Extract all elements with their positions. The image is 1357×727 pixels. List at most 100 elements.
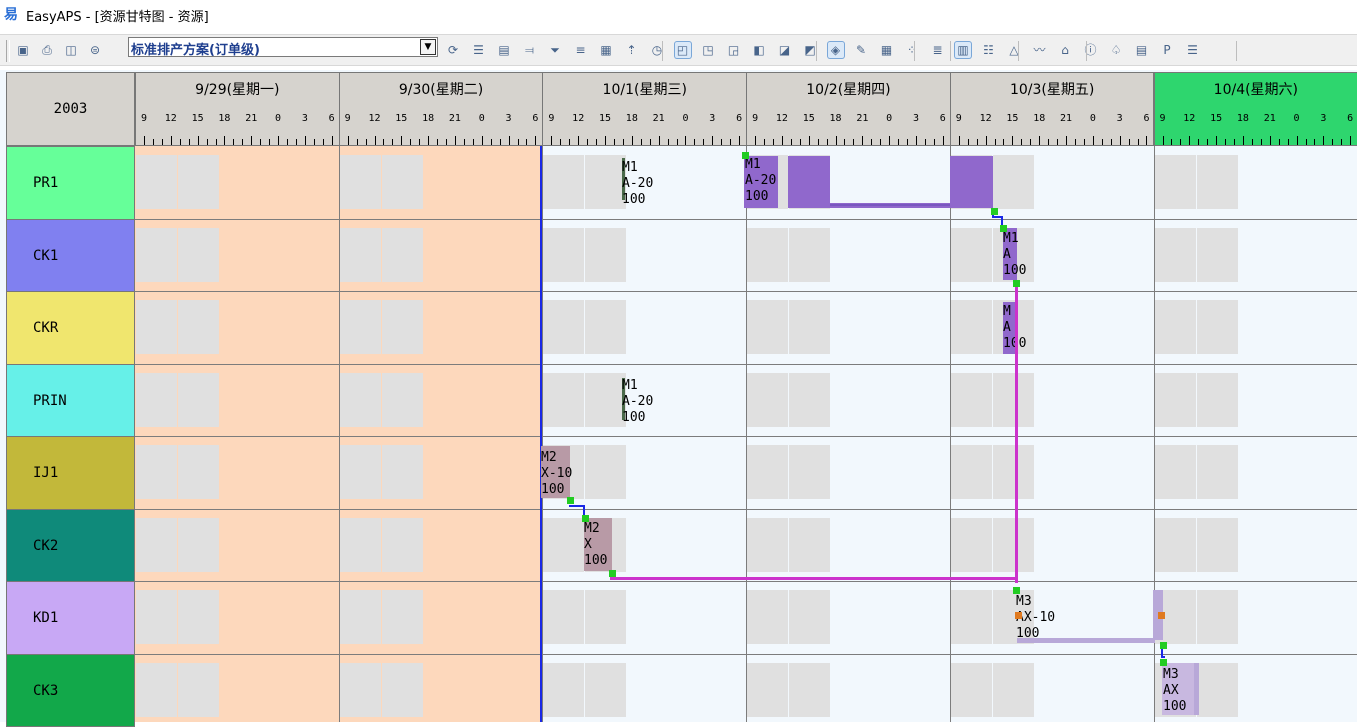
non-working-block bbox=[382, 155, 423, 209]
non-working-block bbox=[178, 445, 219, 499]
view-icon[interactable]: ◳ bbox=[699, 41, 717, 59]
resource-row-header[interactable]: CK3 bbox=[6, 654, 135, 727]
hour-tick-mark bbox=[800, 139, 801, 145]
view-alt-icon[interactable]: ◲ bbox=[725, 41, 743, 59]
resource-row-header[interactable]: CK2 bbox=[6, 509, 135, 583]
link-node[interactable] bbox=[991, 208, 998, 215]
milestone-node[interactable] bbox=[1015, 612, 1022, 619]
link-node[interactable] bbox=[567, 497, 574, 504]
warehouse-icon[interactable]: ⌂ bbox=[1056, 41, 1074, 59]
info-icon[interactable]: ⓘ bbox=[1082, 41, 1100, 59]
document-icon[interactable]: ▤ bbox=[1133, 41, 1151, 59]
hour-tick-label: 0 bbox=[479, 113, 485, 124]
print-icon[interactable]: ⎙ bbox=[38, 41, 56, 59]
day-gridline bbox=[339, 146, 340, 722]
menu-icon[interactable]: ☰ bbox=[1184, 41, 1202, 59]
resource-row-header[interactable]: PRIN bbox=[6, 364, 135, 438]
group-icon[interactable]: ⁘ bbox=[903, 41, 921, 59]
save-icon[interactable]: ▣ bbox=[14, 41, 32, 59]
day-header-label: 10/2(星期四) bbox=[747, 79, 950, 99]
row-gridline bbox=[135, 219, 1357, 220]
hour-tick-label: 15 bbox=[803, 113, 815, 124]
clock-icon[interactable]: ◷ bbox=[648, 41, 666, 59]
trend-icon[interactable]: 〰 bbox=[1031, 41, 1049, 59]
hour-tick-label: 9 bbox=[141, 113, 147, 124]
hour-tick-label: 0 bbox=[275, 113, 281, 124]
operation-bar[interactable] bbox=[1194, 663, 1199, 715]
non-working-block bbox=[543, 228, 584, 282]
hour-tick-mark bbox=[782, 136, 783, 145]
non-working-block bbox=[993, 155, 1034, 209]
hour-tick-mark bbox=[551, 136, 552, 145]
operation-bar[interactable] bbox=[982, 156, 993, 208]
row-gridline bbox=[135, 509, 1357, 510]
operation-bar[interactable] bbox=[950, 156, 982, 208]
hour-tick-label: 12 bbox=[572, 113, 584, 124]
resource-row-header[interactable]: CK1 bbox=[6, 219, 135, 293]
link-node[interactable] bbox=[1000, 225, 1007, 232]
schedule-icon[interactable]: ☰ bbox=[470, 41, 488, 59]
list-icon[interactable]: ☷ bbox=[980, 41, 998, 59]
operation-bar[interactable] bbox=[788, 156, 830, 208]
non-working-block bbox=[136, 228, 177, 282]
link-node[interactable] bbox=[1160, 642, 1167, 649]
day-gridline bbox=[950, 146, 951, 722]
lock-icon[interactable]: ▦ bbox=[597, 41, 615, 59]
hour-tick-mark bbox=[773, 139, 774, 145]
non-working-block bbox=[951, 445, 992, 499]
operation-label: M1 A-20 100 bbox=[622, 160, 653, 208]
psi-icon[interactable]: P bbox=[1158, 41, 1176, 59]
text-icon[interactable]: ≣ bbox=[929, 41, 947, 59]
hour-tick-mark bbox=[569, 139, 570, 145]
refresh-icon[interactable]: ⟳ bbox=[444, 41, 462, 59]
hour-tick-mark bbox=[233, 139, 234, 145]
link-node[interactable] bbox=[1160, 659, 1167, 666]
move-up-icon[interactable]: ⇡ bbox=[623, 41, 641, 59]
non-working-block bbox=[543, 155, 584, 209]
non-working-block bbox=[951, 590, 992, 644]
hour-tick-mark bbox=[898, 139, 899, 145]
chevron-down-icon[interactable]: ▼ bbox=[420, 39, 436, 55]
view-dark-icon[interactable]: ◧ bbox=[750, 41, 768, 59]
triangle-icon[interactable]: △ bbox=[1005, 41, 1023, 59]
link-node[interactable] bbox=[742, 152, 749, 159]
resource-row-header[interactable]: IJ1 bbox=[6, 436, 135, 510]
link-node[interactable] bbox=[1013, 587, 1020, 594]
align-icon[interactable]: ▤ bbox=[495, 41, 513, 59]
hour-tick-label: 0 bbox=[1294, 113, 1300, 124]
link-node[interactable] bbox=[609, 570, 616, 577]
non-working-block bbox=[136, 155, 177, 209]
view-active-icon[interactable]: ◰ bbox=[674, 41, 692, 59]
print-setup-icon[interactable]: ⊜ bbox=[86, 41, 104, 59]
merge-icon[interactable]: ≡ bbox=[572, 41, 590, 59]
edit-icon[interactable]: ✎ bbox=[852, 41, 870, 59]
resource-row-header[interactable]: CKR bbox=[6, 291, 135, 365]
plan-select[interactable]: 标准排产方案(订单级) ▼ bbox=[128, 37, 438, 57]
layers-icon[interactable]: ◈ bbox=[827, 41, 845, 59]
split-icon[interactable]: ⫤ bbox=[521, 41, 539, 59]
resource-row-header[interactable]: PR1 bbox=[6, 146, 135, 220]
link-node[interactable] bbox=[582, 515, 589, 522]
grid-icon[interactable]: ▦ bbox=[878, 41, 896, 59]
hour-tick-mark bbox=[269, 139, 270, 145]
chart-icon[interactable]: ▥ bbox=[954, 41, 972, 59]
hour-tick-mark bbox=[446, 139, 447, 145]
task-icon[interactable]: ◪ bbox=[776, 41, 794, 59]
hour-tick-label: 21 bbox=[245, 113, 257, 124]
milestone-node[interactable] bbox=[1158, 612, 1165, 619]
hour-tick-mark bbox=[1306, 139, 1307, 145]
bell-icon[interactable]: ♤ bbox=[1107, 41, 1125, 59]
operation-label: M2 X 100 bbox=[584, 521, 607, 569]
link-node[interactable] bbox=[1013, 280, 1020, 287]
non-working-block bbox=[543, 373, 584, 427]
hour-tick-mark bbox=[827, 139, 828, 145]
row-gridline bbox=[135, 581, 1357, 582]
hour-tick-mark bbox=[1198, 139, 1199, 145]
filter-icon[interactable]: ⏷ bbox=[546, 41, 564, 59]
print-preview-icon[interactable]: ◫ bbox=[62, 41, 80, 59]
resource-row-header[interactable]: KD1 bbox=[6, 581, 135, 655]
non-working-block bbox=[789, 445, 830, 499]
resource-name: CK1 bbox=[33, 248, 58, 264]
